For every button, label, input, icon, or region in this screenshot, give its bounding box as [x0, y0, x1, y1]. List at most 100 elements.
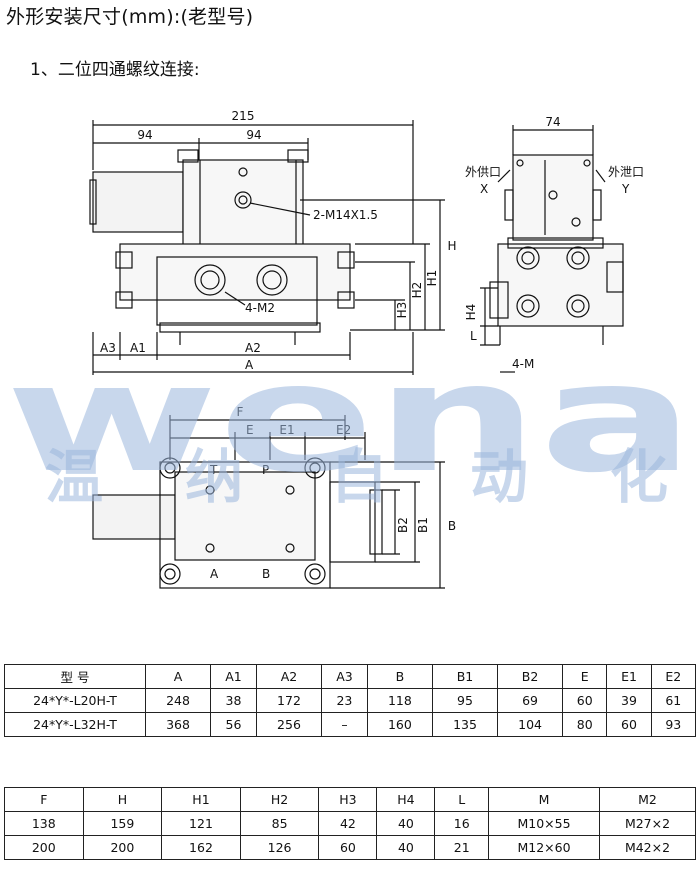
dim-B1: B1 [416, 517, 430, 533]
table-header-cell: A1 [210, 664, 257, 689]
dim-A: A [245, 358, 254, 372]
dim-E2: E2 [336, 423, 351, 437]
spec-table-1: 型 号 A A1 A2 A3 B B1 B2 E E1 E2 24*Y*-L20… [4, 664, 697, 737]
table-header-cell: A2 [255, 664, 323, 689]
solenoid-housing [92, 171, 184, 233]
table-cell: 93 [650, 712, 697, 737]
table-cell: 39 [606, 688, 652, 713]
table-cell: 135 [431, 712, 499, 737]
watermark-char: 纳 [185, 443, 244, 511]
table-row: 200 200 162 126 60 40 21 M12×60 M42×2 [4, 835, 696, 860]
dim-H1: H1 [425, 270, 439, 287]
dim-94-left: 94 [137, 128, 152, 142]
watermark-char: 动 [470, 443, 529, 511]
dim-E1: E1 [279, 423, 294, 437]
table-header-cell: E [562, 664, 608, 689]
drain-port-code: Y [621, 182, 630, 196]
table-header-cell: A [144, 664, 212, 689]
table-cell: 138 [4, 811, 84, 836]
dim-L: L [470, 329, 477, 343]
table-header-cell: H2 [239, 787, 320, 812]
dim-H3: H3 [395, 302, 409, 319]
drain-port-label: 外泄口 [608, 165, 644, 179]
table-cell: 16 [434, 811, 489, 836]
dim-A2: A2 [245, 341, 261, 355]
table-header-cell: B [366, 664, 433, 689]
table-cell: – [321, 712, 368, 737]
table-cell: 368 [144, 712, 212, 737]
table-cell: 200 [4, 835, 84, 860]
port-P: P [262, 463, 269, 477]
dim-74: 74 [545, 115, 560, 129]
table-cell: 40 [376, 835, 436, 860]
spec-table-2: F H H1 H2 H3 H4 L M M2 138 159 121 85 42… [4, 787, 696, 860]
pilot-valve-body [182, 159, 304, 246]
table-cell: 40 [376, 811, 436, 836]
dim-H4: H4 [464, 304, 478, 321]
table-cell: 256 [255, 712, 323, 737]
table-header-cell: B2 [497, 664, 564, 689]
watermark-char: 自 [330, 443, 389, 511]
table-header-cell: L [434, 787, 489, 812]
table-header-cell: E2 [650, 664, 697, 689]
table-cell: 80 [562, 712, 608, 737]
table-header-cell: M2 [599, 787, 696, 812]
table-header-cell: H1 [161, 787, 241, 812]
port-A: A [210, 567, 219, 581]
dim-94-right: 94 [246, 128, 261, 142]
port-label: 4-M2 [245, 301, 275, 315]
port-T: T [209, 463, 218, 477]
dim-B: B [448, 519, 456, 533]
table-header-cell: H [82, 787, 163, 812]
top-solenoid [92, 494, 176, 540]
table-header-cell: M [488, 787, 600, 812]
main-valve-body [119, 243, 351, 301]
table-cell: M42×2 [599, 835, 696, 860]
table-cell: 85 [239, 811, 320, 836]
section-heading: 1、二位四通螺纹连接: [30, 60, 200, 80]
port-B: B [262, 567, 270, 581]
dim-F: F [237, 405, 244, 419]
table-cell: 23 [321, 688, 368, 713]
table-cell: 162 [161, 835, 241, 860]
table-row: 24*Y*-L32H-T 368 56 256 – 160 135 104 80… [4, 712, 697, 737]
table-cell: 61 [650, 688, 697, 713]
table-cell: 24*Y*-L32H-T [4, 712, 146, 737]
table-cell: 21 [434, 835, 489, 860]
dim-A1: A1 [130, 341, 146, 355]
mount-label: 4-M [512, 357, 534, 371]
table-cell: 248 [144, 688, 212, 713]
table-cell: 60 [318, 835, 378, 860]
table-cell: 121 [161, 811, 241, 836]
table-header-cell: B1 [431, 664, 499, 689]
dimension-drawing: 215 94 94 2-M14X1.5 4-M2 H H1 H2 H3 A3 A… [89, 109, 644, 589]
table-cell: 200 [82, 835, 163, 860]
dim-B2: B2 [396, 517, 410, 533]
table-header-row: 型 号 A A1 A2 A3 B B1 B2 E E1 E2 [4, 664, 697, 689]
supply-port-code: X [480, 182, 488, 196]
table-header-cell: F [4, 787, 84, 812]
table-row: 138 159 121 85 42 40 16 M10×55 M27×2 [4, 811, 696, 836]
table-header-cell: A3 [321, 664, 368, 689]
table-cell: 56 [210, 712, 257, 737]
table-cell: 42 [318, 811, 378, 836]
thread-label: 2-M14X1.5 [313, 208, 378, 222]
table-cell: M27×2 [599, 811, 696, 836]
side-pilot-body [512, 154, 594, 241]
table-cell: M10×55 [488, 811, 600, 836]
supply-port-label: 外供口 [465, 165, 501, 179]
table-cell: 60 [606, 712, 652, 737]
table-cell: 69 [497, 688, 564, 713]
table-row: 24*Y*-L20H-T 248 38 172 23 118 95 69 60 … [4, 688, 697, 713]
table-header-row: F H H1 H2 H3 H4 L M M2 [4, 787, 696, 812]
watermark-char: 温 [45, 443, 104, 511]
table-cell: M12×60 [488, 835, 600, 860]
table-header-cell: 型 号 [4, 664, 146, 689]
dim-A3: A3 [100, 341, 116, 355]
watermark-char: 化 [610, 443, 669, 511]
table-cell: 172 [255, 688, 323, 713]
table-cell: 118 [366, 688, 433, 713]
table-cell: 104 [497, 712, 564, 737]
table-header-cell: E1 [606, 664, 652, 689]
dim-H2: H2 [410, 282, 424, 299]
